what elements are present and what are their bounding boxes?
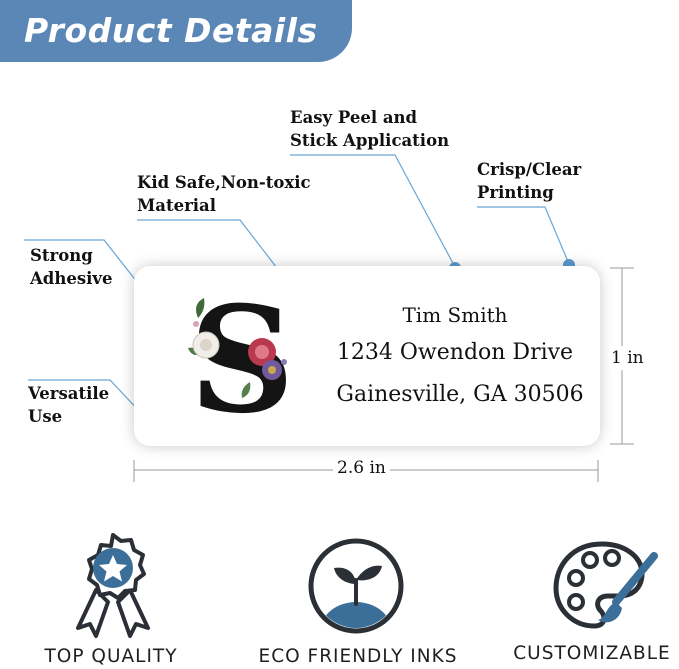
banner-title: Product Details bbox=[24, 11, 318, 50]
floral-monogram: S bbox=[188, 275, 298, 446]
callout-versatile-use: Versatile Use bbox=[28, 384, 110, 426]
kid-safe-leader bbox=[137, 219, 281, 273]
address-name: Tim Smith bbox=[402, 303, 508, 327]
award-ribbon-star-icon bbox=[76, 533, 150, 638]
callout-crisp-printing: Crisp/Clear Printing bbox=[477, 160, 582, 202]
address-city: Gainesville, GA 30506 bbox=[336, 382, 584, 407]
address-street: 1234 Owendon Drive bbox=[336, 340, 574, 365]
versatile-leader bbox=[28, 379, 142, 414]
callout-kid-safe: Kid Safe,Non-toxic Material bbox=[137, 173, 311, 215]
strong-adhesive-leader bbox=[24, 239, 142, 288]
feature-customizable-label: CUSTOMIZABLE bbox=[513, 643, 671, 664]
sprout-leaf-icon bbox=[308, 538, 404, 634]
width-dimension-label: 2.6 in bbox=[333, 458, 390, 478]
feature-top-quality-label: TOP QUALITY bbox=[44, 646, 178, 667]
callout-strong-adhesive: Strong Adhesive bbox=[30, 246, 113, 288]
monogram-graphic: S bbox=[188, 275, 295, 446]
height-dimension-label: 1 in bbox=[609, 346, 646, 370]
paint-palette-brush-icon bbox=[553, 541, 658, 629]
header-banner: Product Details bbox=[0, 0, 352, 62]
callout-easy-peel: Easy Peel and Stick Application bbox=[290, 108, 450, 150]
easy-peel-leader bbox=[290, 154, 456, 268]
crisp-leader bbox=[477, 206, 570, 265]
feature-eco-inks-label: ECO FRIENDLY INKS bbox=[258, 646, 458, 667]
